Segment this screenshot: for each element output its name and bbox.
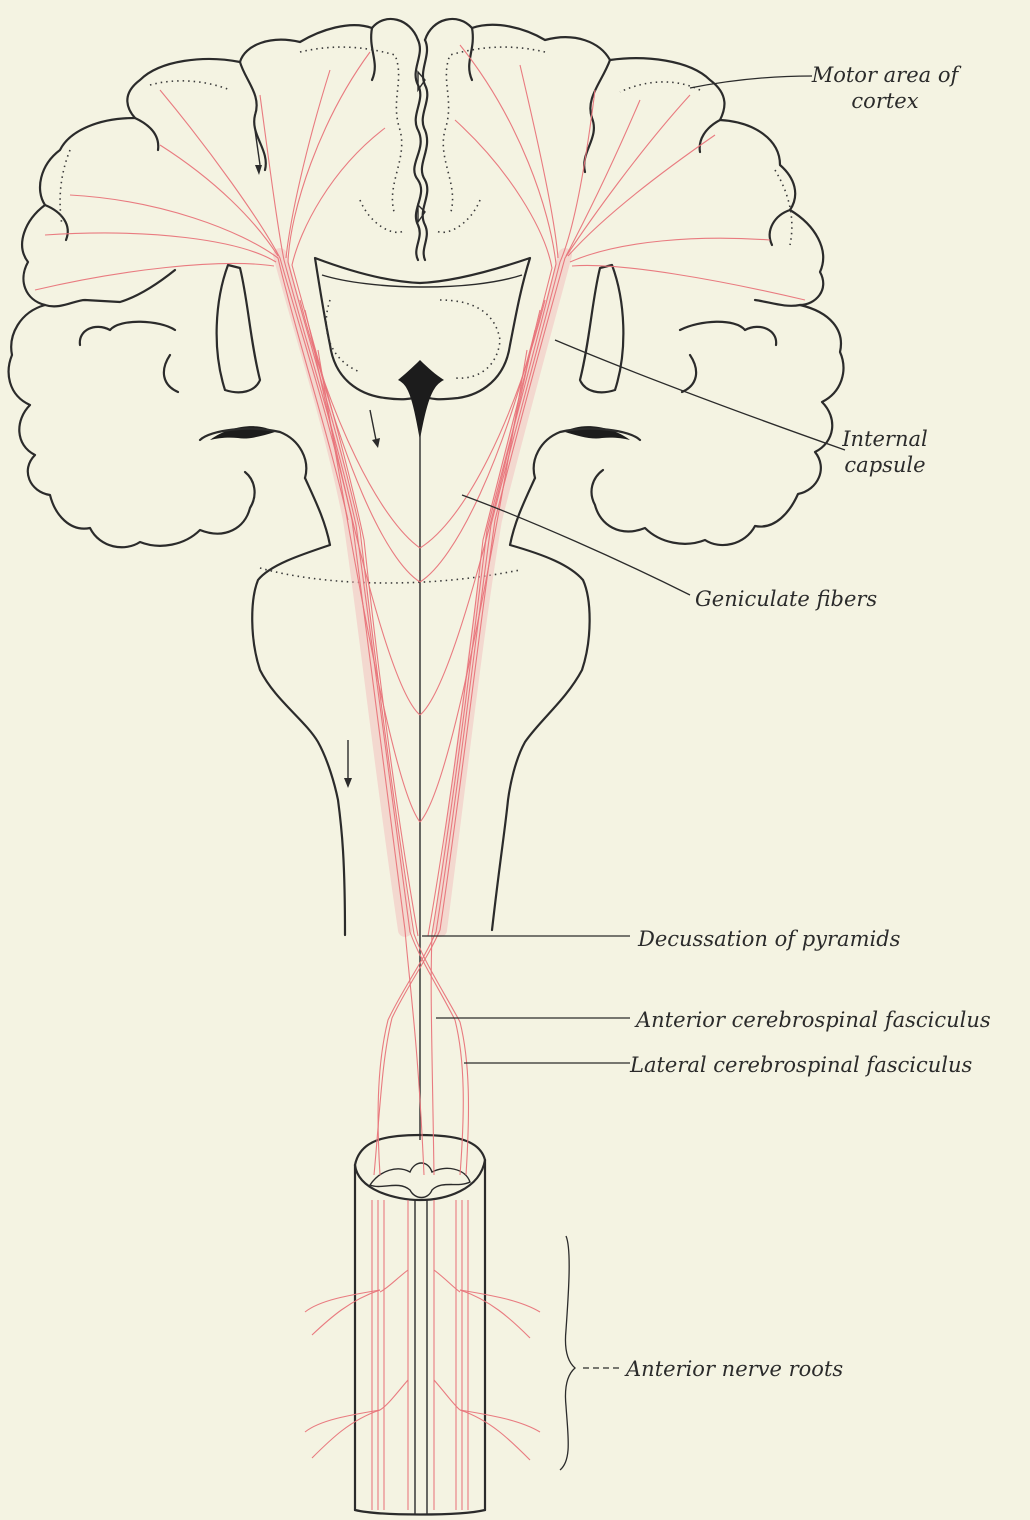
label-decussation: Decussation of pyramids	[638, 926, 900, 952]
label-anterior-fasciculus: Anterior cerebrospinal fasciculus	[636, 1007, 991, 1033]
brainstem-outline	[252, 478, 589, 935]
label-internal-capsule: Internal capsule	[820, 426, 950, 478]
label-lateral-fasciculus: Lateral cerebrospinal fasciculus	[630, 1052, 972, 1078]
label-internal-capsule-line2: capsule	[820, 452, 950, 478]
label-motor-area-line1: Motor area of	[800, 62, 970, 88]
label-anterior-roots: Anterior nerve roots	[626, 1356, 843, 1382]
longitudinal-fissure	[414, 40, 427, 260]
label-motor-area: Motor area of cortex	[800, 62, 970, 114]
label-motor-area-line2: cortex	[800, 88, 970, 114]
label-geniculate-fibers: Geniculate fibers	[695, 586, 877, 612]
label-internal-capsule-line1: Internal	[820, 426, 950, 452]
spinal-cord	[355, 1135, 485, 1515]
